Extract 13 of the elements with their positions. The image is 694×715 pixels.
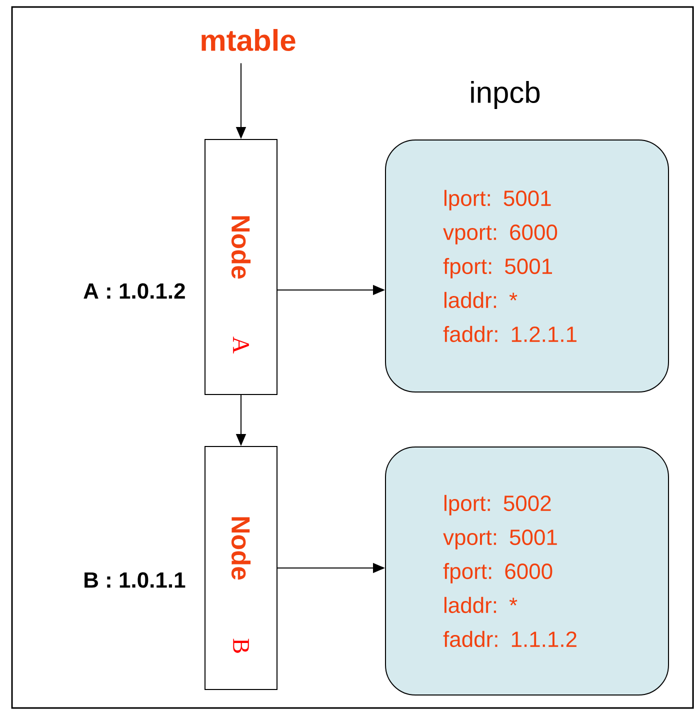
node-box: Node A (204, 139, 278, 395)
node-label: lport: 5001 (444, 190, 551, 210)
address-label: B : 1.0.1.1 (84, 572, 186, 588)
pcb-box: lport: 5001 vport: 6000 fport: 5001 laddr: * faddr: 1.2.1.1 (385, 140, 669, 392)
title-label: mtable (202, 29, 296, 52)
pcb-box: lport: 5002 vport: 5001 fport: 6000 laddr: * faddr: 1.1.1.2 (385, 446, 669, 696)
address-label: A : 1.0.1.2 (84, 283, 185, 299)
node-label: vport: 6000 (443, 224, 558, 244)
node-label: faddr: 1.2.1.1 (443, 326, 576, 342)
node-label: laddr: * (444, 292, 518, 308)
heading: inpcb (471, 81, 540, 109)
node-box: Node B (204, 446, 278, 690)
node-label: fport: 5001 (443, 258, 552, 278)
